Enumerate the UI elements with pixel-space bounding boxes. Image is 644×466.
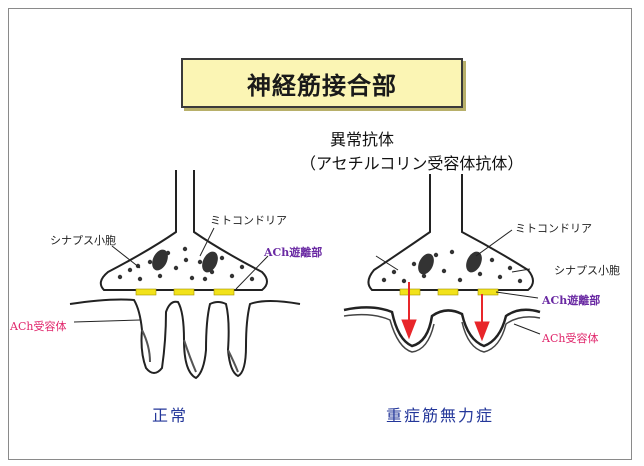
- mg-junction: [343, 174, 541, 353]
- mg-label-mitochondria: ミトコンドリア: [515, 222, 592, 235]
- normal-label-mitochondria: ミトコンドリア: [210, 214, 287, 227]
- mg-mitochondrion-1: [418, 253, 434, 275]
- normal-caption: 正常: [152, 406, 189, 425]
- mg-label-receptor: ACh受容体: [542, 332, 599, 345]
- mg-caption: 重症筋無力症: [386, 406, 495, 425]
- normal-label-vesicle: シナプス小胞: [50, 234, 116, 247]
- antibody-label: 異常抗体: [330, 130, 395, 149]
- mg-postsynaptic-fold: [343, 306, 541, 348]
- mg-mitochondrion-2: [466, 251, 482, 273]
- title-box: 神経筋接合部: [181, 58, 463, 108]
- normal-mitochondrion-1: [152, 249, 168, 271]
- antibody-sublabel: （アセチルコリン受容体抗体）: [300, 154, 524, 173]
- mg-label-release: ACh遊離部: [542, 294, 601, 307]
- outer-frame: [8, 8, 632, 460]
- mg-antibody-arrow-2: [474, 294, 490, 342]
- normal-label-release: ACh遊離部: [264, 246, 323, 259]
- normal-mitochondrion-2: [202, 251, 218, 273]
- normal-release-sites: [135, 288, 235, 296]
- mg-antibody-arrow-1: [401, 282, 417, 340]
- normal-nerve-terminal: [99, 170, 268, 291]
- normal-label-receptor: ACh受容体: [10, 320, 67, 333]
- diagram-title: 神経筋接合部: [247, 71, 397, 100]
- mg-release-sites: [399, 288, 499, 296]
- mg-vesicles: [381, 249, 523, 284]
- mg-label-vesicle: シナプス小胞: [554, 264, 620, 277]
- normal-postsynaptic-fold: [69, 298, 301, 380]
- normal-vesicles: [117, 246, 255, 282]
- normal-junction: [69, 170, 301, 380]
